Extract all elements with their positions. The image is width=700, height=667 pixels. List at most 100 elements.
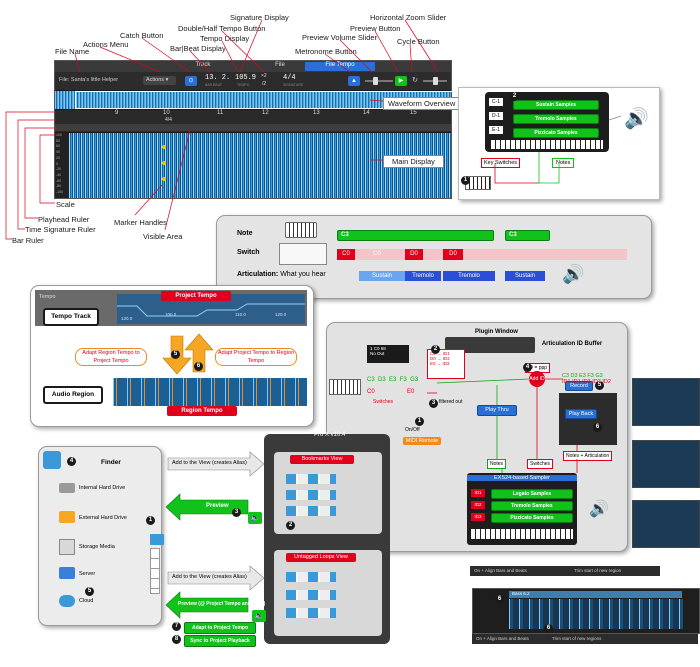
editor-controlbar: File: Santa's little Helper Actions ▾ ⊙ … <box>55 72 451 90</box>
label-signature-display: Signature Display <box>230 13 289 22</box>
sidebar-item[interactable]: Internal Hard Drive <box>79 485 126 491</box>
scale-value: -80 <box>56 184 62 189</box>
notes-art-label: Notes + Articulation <box>563 451 613 461</box>
tempo-header: Tempo <box>39 294 56 300</box>
scale-value: -20 <box>56 167 62 172</box>
footer-text: On + Align Bars and Beats <box>474 568 527 573</box>
switch-keys-icon <box>279 243 327 265</box>
status-top: 1 C0 68 <box>370 346 386 351</box>
tempo-display: 105.9 <box>235 74 257 82</box>
bookmarks-title[interactable]: Bookmarks View <box>290 455 354 464</box>
horizontal-zoom-slider[interactable] <box>423 77 447 85</box>
region-footer: On + Align Bars and Beats Trim start of … <box>470 566 660 576</box>
keyboard-icon <box>285 222 317 238</box>
region-title: Bass 6.2 <box>509 591 682 598</box>
bubble: 2 <box>510 92 519 101</box>
folder-row <box>286 506 336 516</box>
tempo-value: 120.0 <box>121 316 133 321</box>
bubble: 5 <box>595 381 604 390</box>
record-button[interactable]: Record <box>565 381 593 391</box>
bar-ruler[interactable]: 9 10 11 12 13 14 15 4/4 <box>55 110 451 132</box>
bubble: 8 <box>172 635 181 644</box>
bubble: 6 <box>593 423 602 432</box>
sidebar-item[interactable]: Storage Media <box>79 544 115 550</box>
art-block: Sustain <box>505 271 545 281</box>
notes-label: Notes <box>487 459 507 469</box>
region-stack-1 <box>632 378 700 426</box>
sidebar-item[interactable]: Server <box>79 571 96 577</box>
double-tempo-button[interactable]: ×2 <box>261 73 267 79</box>
marker-dot[interactable] <box>162 161 166 165</box>
note: C3 <box>367 377 375 383</box>
speaker-button[interactable]: 🔈 <box>248 512 262 524</box>
note: E3 <box>389 377 397 383</box>
preview-label: Preview <box>206 503 229 509</box>
notes-label: Notes <box>552 158 575 168</box>
speaker-button[interactable]: 🔈 <box>252 610 266 622</box>
region-tempo-badge: Region Tempo <box>167 406 237 416</box>
track-screenshot <box>559 393 617 445</box>
label-preview-button: Preview Button <box>350 24 401 33</box>
marker-handles[interactable] <box>162 133 166 198</box>
articulation-row-label: Articulation: What you hear <box>237 271 326 278</box>
untagged-title[interactable]: Untagged Loops View <box>286 553 356 562</box>
on-off-label: On/Off <box>405 427 420 433</box>
preview-volume-knob[interactable] <box>373 77 378 85</box>
label-visible-area: Visible Area <box>143 232 183 241</box>
keyboard-strip <box>491 140 603 149</box>
scale-value: 20 <box>56 155 60 160</box>
tempo-curve <box>117 303 305 317</box>
region-waveform <box>509 599 683 629</box>
ids-row-ids: ID1 ID1 ID3 ID3 ID2 <box>562 379 611 385</box>
bubble: 2 <box>431 345 440 354</box>
marker-dot[interactable] <box>162 145 166 149</box>
label-file-name: File Name <box>55 47 90 56</box>
sidebar-item[interactable]: External Hard Drive <box>79 515 127 521</box>
ruler-number: 15 <box>410 110 417 116</box>
sync-button[interactable]: Sync to Project Playback <box>184 635 256 647</box>
speaker-icon: 🔊 <box>589 501 609 518</box>
cycle-button[interactable]: ↻ <box>412 77 418 84</box>
region-screenshot: Bass 6.2 6 <box>472 588 700 634</box>
midi-remote-button[interactable]: MIDI Remote <box>403 437 441 445</box>
scale-value: 0 <box>56 161 58 166</box>
actions-menu[interactable]: Actions ▾ <box>143 76 176 85</box>
preview-button[interactable]: ▶ <box>395 76 407 86</box>
waveform-overview[interactable] <box>55 91 451 109</box>
callout-lines <box>5 19 439 240</box>
preview-volume-slider[interactable] <box>365 77 393 85</box>
actions-menu-label: Actions <box>146 77 165 83</box>
art-block: Tremolo <box>443 271 495 281</box>
id-box: ID2 <box>471 501 485 509</box>
tab-file[interactable]: File <box>275 62 285 68</box>
key-switches-label: Key Switches <box>481 158 521 168</box>
ruler-number: 11 <box>217 110 224 116</box>
time-signature-marker[interactable]: 4/4 <box>165 117 172 123</box>
bubble: 5 <box>85 587 94 596</box>
footer-text: Trim start of new regions <box>552 636 602 641</box>
sample-button: Pizzicato Samples <box>513 128 599 138</box>
status-box: 1 C0 68 No Out <box>367 345 409 363</box>
mapping-line: D0 → ID2 <box>430 356 450 361</box>
footer-text: Trim start of new region <box>574 568 622 573</box>
playhead-ruler[interactable] <box>55 124 451 131</box>
signature-display: 4/4 <box>283 74 296 82</box>
scale-value: 100 <box>56 133 62 137</box>
label-marker-handles: Marker Handles <box>114 218 167 227</box>
adapt-button[interactable]: Adapt to Project Tempo <box>184 622 256 634</box>
switch-block: D0 <box>443 249 463 260</box>
half-tempo-button[interactable]: /2 <box>262 81 267 87</box>
zoom-knob[interactable] <box>433 77 438 85</box>
marker-dot[interactable] <box>162 177 166 181</box>
notes-row: C3 D3 E3 F3 G3 <box>367 377 418 383</box>
play-back-button[interactable]: Play Back <box>565 409 597 419</box>
note: D3 <box>378 377 386 383</box>
mapping-box: C0 → ID1 D0 → ID2 E0 → ID3 <box>427 349 465 379</box>
label-metronome: Metronome Button <box>295 47 357 56</box>
metronome-button[interactable]: ▲ <box>348 76 360 86</box>
region-stack-2 <box>632 440 700 488</box>
mapping-line: E0 → ID3 <box>430 361 450 366</box>
sidebar-item[interactable]: Cloud <box>79 598 94 604</box>
catch-button[interactable]: ⊙ <box>185 76 197 86</box>
